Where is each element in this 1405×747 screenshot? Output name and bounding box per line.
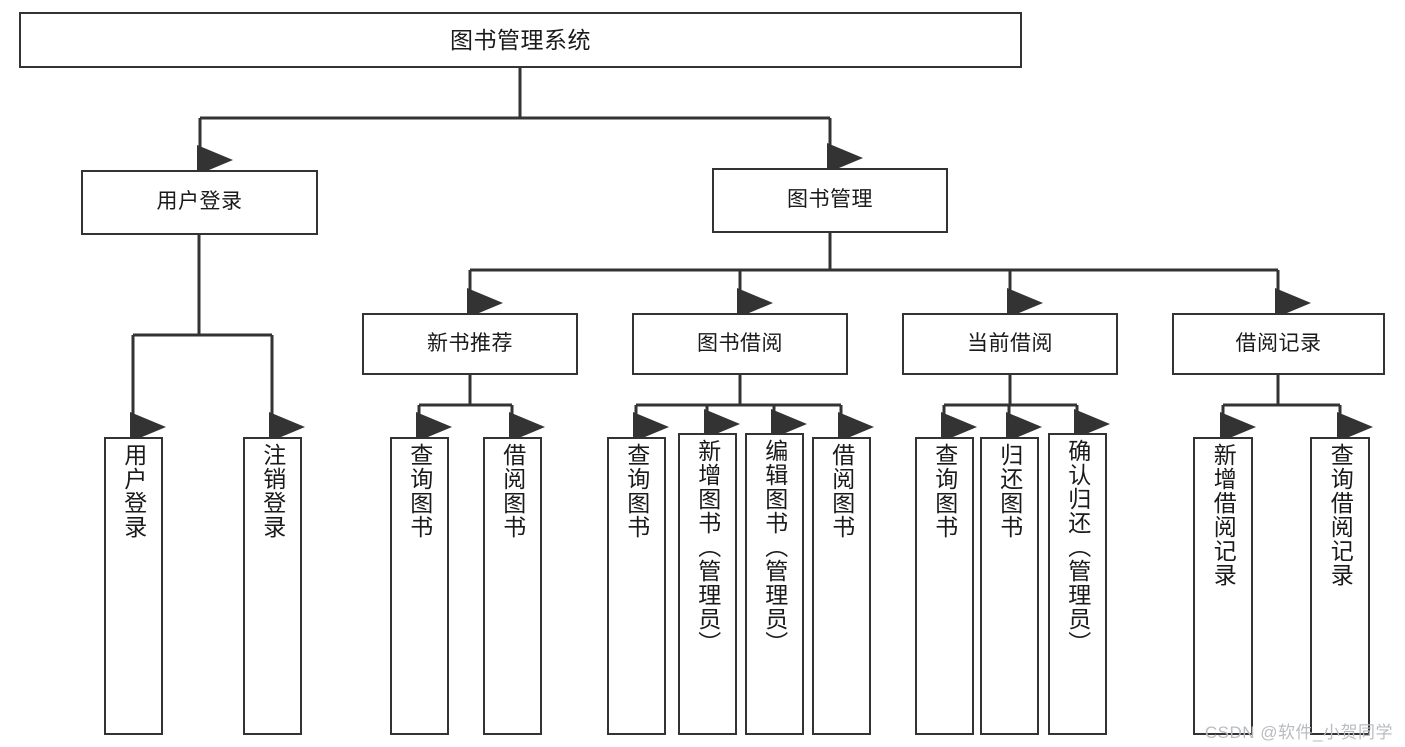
node-user-login-label: 用户登录 [156, 190, 243, 214]
node-root-label: 图书管理系统 [450, 26, 591, 53]
leaf-record-add[interactable]: 新增借阅记录 [1193, 437, 1253, 735]
leaf-cur-return-book-label: 归还图书 [996, 443, 1023, 539]
leaf-borrow-edit-book-admin[interactable]: 编辑图书（管理员） [745, 433, 804, 735]
leaf-cur-query-book-label: 查询图书 [931, 443, 958, 539]
leaf-record-query[interactable]: 查询借阅记录 [1310, 437, 1370, 735]
node-book-manage-label: 图书管理 [787, 188, 873, 212]
node-user-login[interactable]: 用户登录 [81, 170, 318, 235]
leaf-rec-query-book-label: 查询图书 [406, 443, 433, 539]
leaf-record-add-label: 新增借阅记录 [1210, 443, 1237, 587]
leaf-cur-query-book[interactable]: 查询图书 [915, 437, 974, 735]
leaf-cur-return-book[interactable]: 归还图书 [980, 437, 1039, 735]
node-current-borrow[interactable]: 当前借阅 [902, 313, 1118, 375]
node-book-manage[interactable]: 图书管理 [712, 168, 948, 233]
leaf-user-login[interactable]: 用户登录 [104, 437, 163, 735]
leaf-rec-borrow-book[interactable]: 借阅图书 [483, 437, 542, 735]
node-new-book-rec-label: 新书推荐 [427, 331, 513, 355]
leaf-borrow-query-book[interactable]: 查询图书 [607, 437, 666, 735]
leaf-borrow-do-borrow-label: 借阅图书 [828, 443, 855, 539]
leaf-user-logout[interactable]: 注销登录 [243, 437, 302, 735]
node-root[interactable]: 图书管理系统 [19, 12, 1022, 68]
leaf-borrow-edit-book-admin-label: 编辑图书（管理员） [761, 439, 788, 655]
node-new-book-rec[interactable]: 新书推荐 [362, 313, 578, 375]
leaf-borrow-do-borrow[interactable]: 借阅图书 [812, 437, 871, 735]
node-book-borrow[interactable]: 图书借阅 [632, 313, 848, 375]
leaf-cur-confirm-return-admin[interactable]: 确认归还（管理员） [1048, 433, 1107, 735]
node-borrow-record[interactable]: 借阅记录 [1172, 313, 1385, 375]
node-borrow-record-label: 借阅记录 [1235, 331, 1322, 355]
leaf-rec-query-book[interactable]: 查询图书 [390, 437, 449, 735]
node-current-borrow-label: 当前借阅 [967, 331, 1053, 355]
node-book-borrow-label: 图书借阅 [697, 331, 783, 355]
leaf-record-query-label: 查询借阅记录 [1327, 443, 1354, 587]
leaf-borrow-add-book-admin-label: 新增图书（管理员） [694, 439, 721, 655]
leaf-user-login-label: 用户登录 [120, 443, 147, 539]
leaf-cur-confirm-return-admin-label: 确认归还（管理员） [1064, 439, 1091, 655]
leaf-borrow-query-book-label: 查询图书 [623, 443, 650, 539]
leaf-rec-borrow-book-label: 借阅图书 [499, 443, 526, 539]
leaf-user-logout-label: 注销登录 [259, 443, 286, 539]
leaf-borrow-add-book-admin[interactable]: 新增图书（管理员） [678, 433, 737, 735]
